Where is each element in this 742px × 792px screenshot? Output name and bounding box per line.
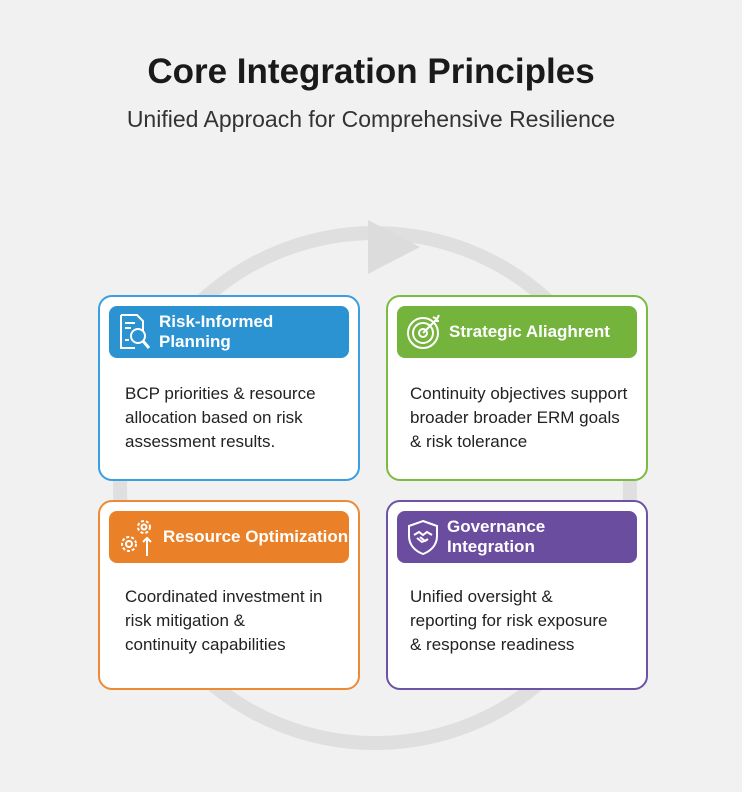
document-search-icon <box>120 314 151 349</box>
card-governance-integration: Governance Integration Unified oversight… <box>386 500 648 690</box>
description-line: Continuity objectives support <box>410 384 628 403</box>
gears-icon <box>121 520 152 556</box>
description-line: broader broader ERM goals <box>410 408 620 427</box>
card-title: Resource Optimization <box>163 527 349 546</box>
card-title: Governance Integration <box>447 517 546 556</box>
card-header: Risk-Informed Planning <box>109 306 349 358</box>
cycle-arrow-icon <box>368 220 420 274</box>
card-title: Risk-Informed Planning <box>159 312 274 351</box>
card-title: Strategic Aliaghrent <box>449 322 610 341</box>
description-line: Coordinated investment in <box>125 587 323 606</box>
target-icon <box>407 314 440 349</box>
card-description: Coordinated investment in risk mitigatio… <box>125 585 348 657</box>
card-header: Resource Optimization <box>109 511 349 563</box>
card-header: Strategic Aliaghrent <box>397 306 637 358</box>
description-line: Unified oversight & <box>410 587 553 606</box>
description-line: risk mitigation & <box>125 611 245 630</box>
description-line: BCP priorities & resource <box>125 384 316 403</box>
page-subtitle: Unified Approach for Comprehensive Resil… <box>126 106 616 132</box>
page-title: Core Integration Principles <box>147 52 595 91</box>
card-description: BCP priorities & resource allocation bas… <box>125 382 348 454</box>
shield-handshake-icon <box>408 519 438 556</box>
card-strategic-alignment: Strategic Aliaghrent Continuity objectiv… <box>386 295 648 481</box>
card-resource-optimization: Resource Optimization Coordinated invest… <box>98 500 360 690</box>
description-line: & response readiness <box>410 635 575 654</box>
description-line: reporting for risk exposure <box>410 611 608 630</box>
card-header: Governance Integration <box>397 511 637 563</box>
card-risk-informed-planning: Risk-Informed Planning BCP priorities & … <box>98 295 360 481</box>
description-line: & risk tolerance <box>410 432 528 451</box>
description-line: assessment results. <box>125 432 276 451</box>
description-line: continuity capabilities <box>125 635 286 654</box>
card-description: Continuity objectives support broader br… <box>410 382 636 454</box>
card-description: Unified oversight & reporting for risk e… <box>410 585 636 657</box>
description-line: allocation based on risk <box>125 408 303 427</box>
